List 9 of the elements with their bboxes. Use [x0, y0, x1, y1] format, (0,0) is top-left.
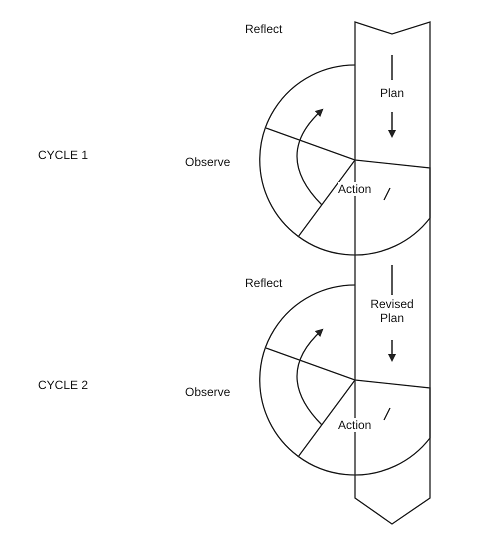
stage-label: Observe — [185, 155, 230, 169]
stage-label: Plan — [380, 86, 404, 100]
stage-label: Reflect — [245, 22, 282, 36]
cycle-label: CYCLE 1 — [38, 148, 88, 162]
stage-label: Reflect — [245, 276, 282, 290]
stage-label: Action — [338, 418, 372, 432]
cycle-label: CYCLE 2 — [38, 378, 88, 392]
stage-label: Action — [338, 182, 372, 196]
stage-label: Observe — [185, 385, 230, 399]
